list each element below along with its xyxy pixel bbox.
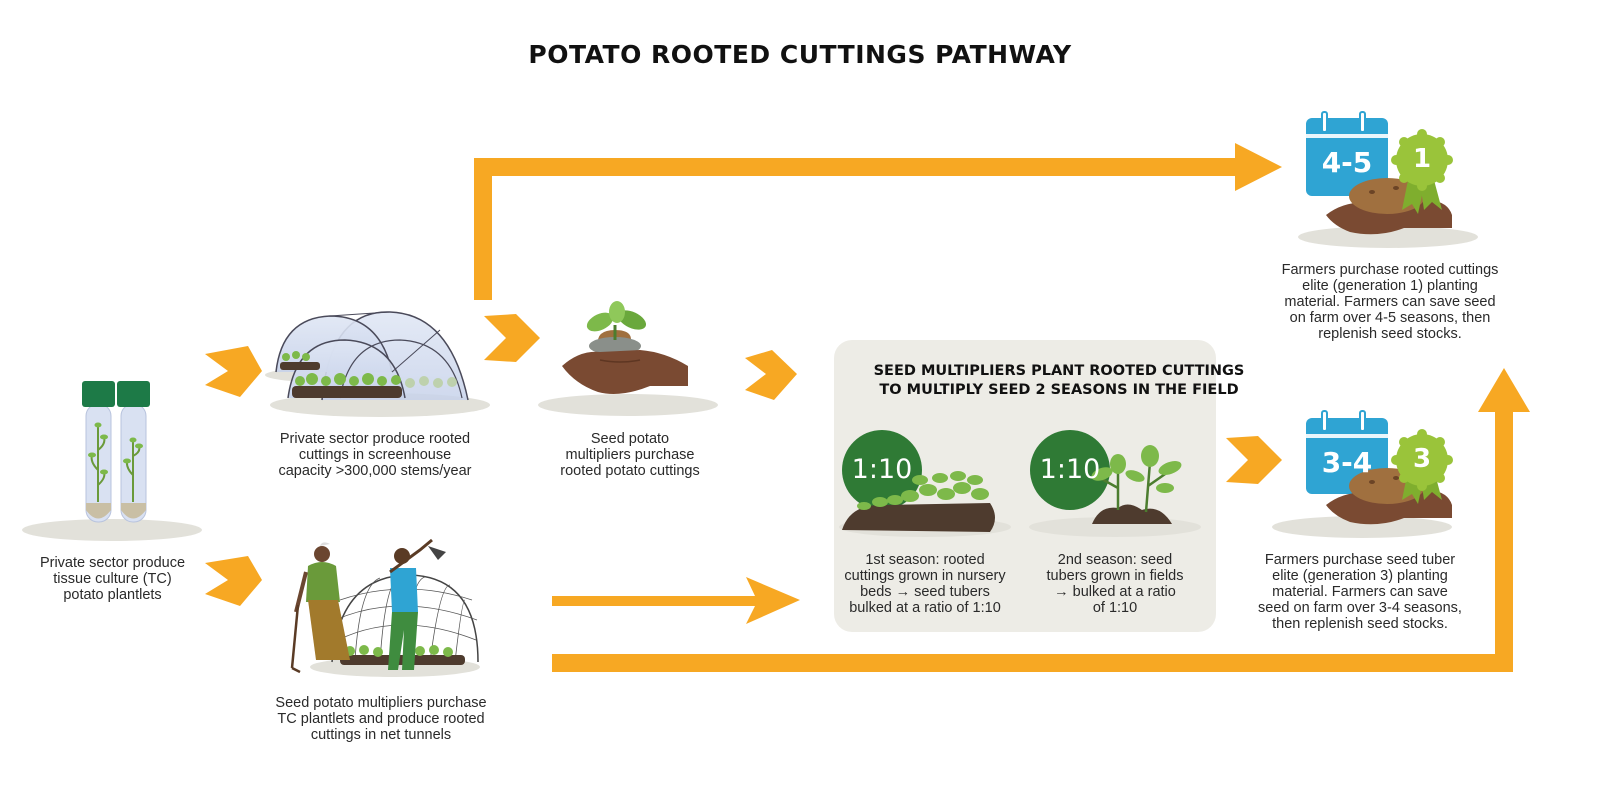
chevron-arrow-4 (745, 350, 797, 400)
caption-line: → bulked at a ratio (1054, 584, 1176, 600)
field-panel-title-line: TO MULTIPLY SEED 2 SEASONS IN THE FIELD (879, 382, 1239, 398)
ratio-circle-season1 (842, 430, 922, 510)
caption-line: 2nd season: seed (1057, 552, 1173, 568)
caption-line: elite (generation 1) planting (1302, 278, 1478, 294)
field-panel-title-line: SEED MULTIPLIERS PLANT ROOTED CUTTINGS (873, 363, 1245, 379)
caption-line: elite (generation 3) planting (1272, 568, 1448, 584)
caption-line: replenish seed stocks. (1318, 326, 1462, 342)
caption-line: on farm over 4-5 seasons, then (1289, 310, 1491, 326)
caption-line: tubers grown in fields (1046, 568, 1184, 584)
chevron-arrow-5 (1226, 436, 1282, 484)
chevron-arrow-1 (205, 346, 262, 397)
caption-multipliers-purchase: Seed potato multipliers purchase rooted … (530, 431, 730, 479)
chevron-arrow-3 (484, 314, 540, 362)
calendar-number-gen3: 3-4 (1321, 446, 1373, 479)
caption-line: cuttings grown in nursery (844, 568, 1006, 584)
badge-number-gen1: 1 (1412, 144, 1432, 174)
chevron-arrow-2 (205, 556, 262, 606)
connector-arrows (205, 143, 1530, 672)
caption-line: TC plantlets and produce rooted (277, 711, 485, 727)
caption-screenhouse: Private sector produce rooted cuttings i… (250, 431, 500, 479)
caption-line: bulked at a ratio of 1:10 (849, 600, 1001, 616)
caption-season1: 1st season: rooted cuttings grown in nur… (835, 552, 1015, 616)
caption-line: Seed potato multipliers purchase (275, 695, 487, 711)
caption-line: seed on farm over 3-4 seasons, (1258, 600, 1462, 616)
screenhouse-icon (265, 311, 490, 417)
caption-line: Private sector produce (39, 555, 186, 571)
caption-line: Seed potato (590, 431, 670, 447)
straight-arrow-net-to-panel (552, 577, 800, 624)
caption-line: then replenish seed stocks. (1272, 616, 1448, 632)
test-tube-icon (22, 381, 202, 541)
caption-line: potato plantlets (63, 587, 162, 603)
ratio-label-season1: 1:10 (851, 454, 913, 485)
diagram-title: POTATO ROOTED CUTTINGS PATHWAY (528, 40, 1072, 69)
ratio-label-season2: 1:10 (1039, 454, 1101, 485)
caption-line: material. Farmers can save seed (1284, 294, 1496, 310)
caption-line: 1st season: rooted (865, 552, 985, 568)
caption-line: of 1:10 (1092, 600, 1138, 616)
caption-farmers-gen3: Farmers purchase seed tuber elite (gener… (1240, 552, 1480, 632)
caption-line: Private sector produce rooted (279, 431, 471, 447)
caption-line: rooted potato cuttings (560, 463, 700, 479)
caption-line: capacity >300,000 stems/year (278, 463, 472, 479)
caption-line: Farmers purchase rooted cuttings (1281, 262, 1499, 278)
field-panel (834, 340, 1216, 632)
caption-farmers-gen1: Farmers purchase rooted cuttings elite (… (1270, 262, 1510, 342)
caption-line: cuttings in screenhouse (298, 447, 452, 463)
hand-seedling-icon (538, 301, 718, 416)
calendar-number-gen1: 4-5 (1321, 146, 1373, 179)
nursery-bed-icon (857, 471, 989, 510)
long-arrow-top (474, 143, 1282, 300)
calendar-potato-badge-icon-gen3 (1272, 410, 1453, 538)
caption-season2: 2nd season: seed tubers grown in fields … (1030, 552, 1200, 616)
field-panel-title: SEED MULTIPLIERS PLANT ROOTED CUTTINGS T… (858, 362, 1260, 400)
caption-line: material. Farmers can save (1272, 584, 1448, 600)
calendar-potato-badge-icon-gen1 (1298, 111, 1478, 248)
field-plants-icon (1091, 445, 1182, 524)
caption-line: Farmers purchase seed tuber (1264, 552, 1456, 568)
caption-line: multipliers purchase (565, 447, 695, 463)
caption-tc-plantlets: Private sector produce tissue culture (T… (10, 555, 215, 603)
caption-line: cuttings in net tunnels (310, 727, 452, 743)
caption-line: beds → seed tubers (860, 584, 990, 600)
badge-number-gen3: 3 (1412, 444, 1432, 474)
ratio-circle-season2 (1030, 430, 1110, 510)
net-tunnel-farmers-icon (290, 538, 480, 677)
caption-net-tunnel: Seed potato multipliers purchase TC plan… (250, 695, 512, 743)
caption-line: tissue culture (TC) (53, 571, 172, 587)
